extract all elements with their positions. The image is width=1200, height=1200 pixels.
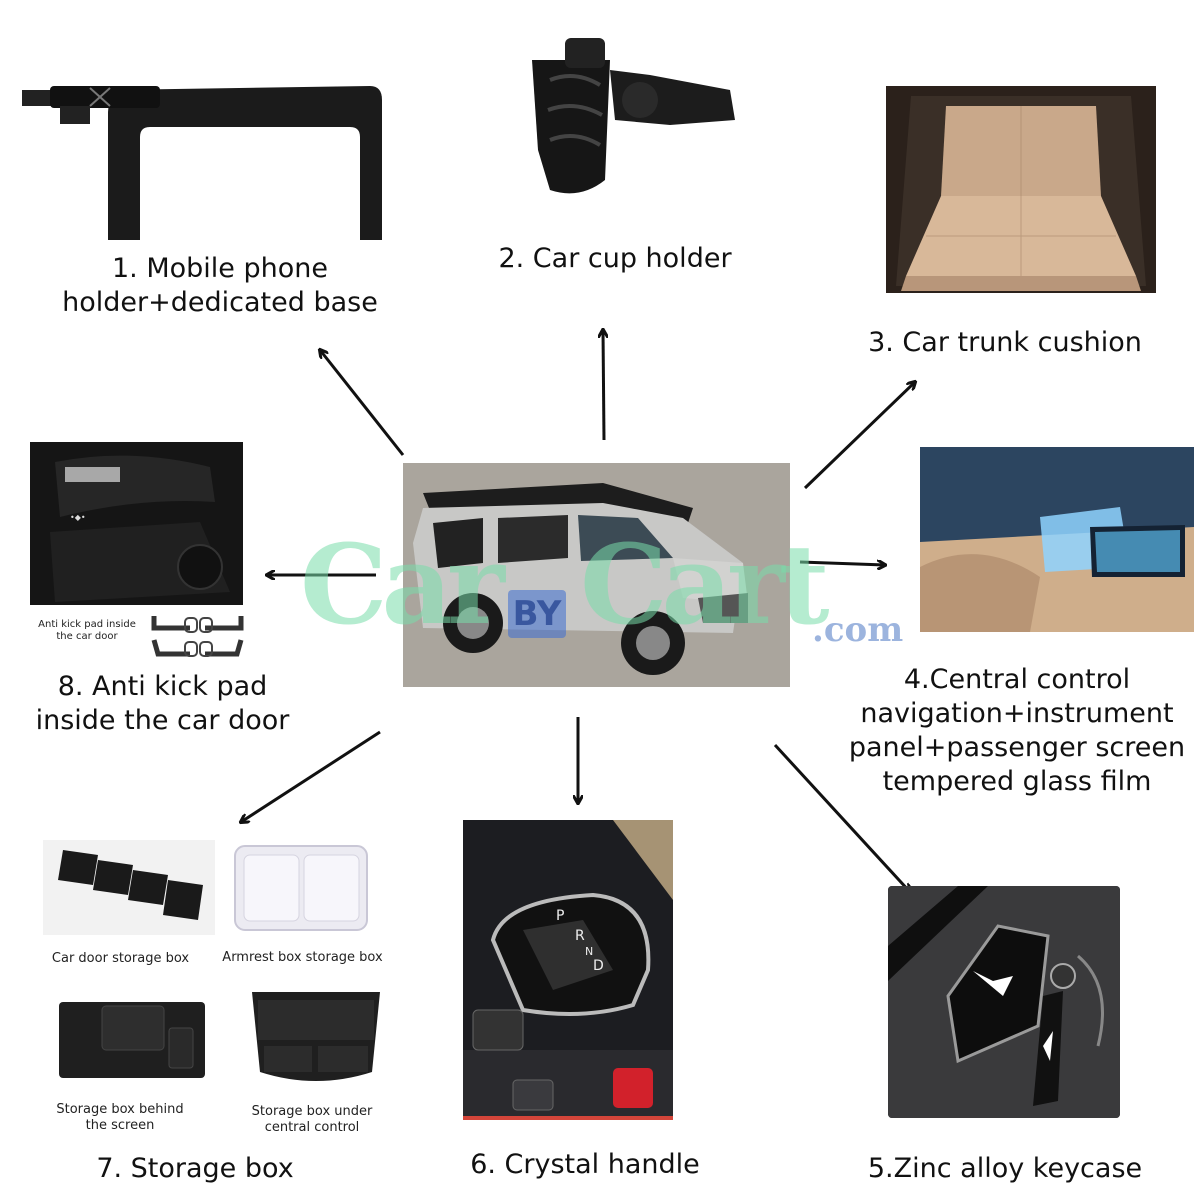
item-2-label: 2. Car cup holder [498,243,732,274]
arrow-to-item-3 [803,382,915,490]
svg-text:R: R [575,928,585,944]
behind-screen-storage-box-image [57,1000,207,1080]
central-control-storage-box-label: Storage box under central control [251,1104,373,1135]
arrow-to-item-2 [603,330,604,441]
watermark-badge: BY [508,590,566,638]
anti-kick-pads-image [150,610,245,660]
crystal-handle-image: P R N D [463,820,673,1120]
armrest-storage-box-image [232,843,370,933]
arrow-to-item-4 [799,562,885,565]
center-car-image [403,463,790,687]
arrow-to-item-5 [773,743,910,892]
phone-holder-image [20,82,385,242]
item-7-label: 7. Storage box [96,1153,294,1184]
item-4-label: 4.Central control navigation+instrument … [848,664,1186,797]
arrow-to-item-7 [241,730,381,822]
svg-text:N: N [585,945,593,958]
trunk-cushion-image [886,86,1156,293]
item-5-label: 5.Zinc alloy keycase [867,1153,1143,1184]
svg-text:P: P [556,908,564,924]
armrest-storage-box-label: Armrest box storage box [222,950,383,965]
door-panel-image: •◆• [30,442,243,605]
item-1-label: 1. Mobile phone holder+dedicated base [62,253,378,318]
central-control-storage-box-image [250,990,382,1085]
item-6-label: 6. Crystal handle [470,1149,700,1180]
svg-text:D: D [593,958,604,974]
behind-screen-storage-box-label: Storage box behind the screen [56,1102,184,1133]
cup-holder-image [520,30,740,205]
svg-text:•◆•: •◆• [70,513,86,522]
keycase-image [888,886,1120,1118]
watermark-badge-text: BY [512,594,562,634]
item-8-label: 8. Anti kick pad inside the car door [35,671,290,736]
car-door-storage-box-label: Car door storage box [51,951,190,966]
item-3-label: 3. Car trunk cushion [868,327,1142,358]
car-door-storage-box-image [43,840,215,935]
item-8-caption: Anti kick pad inside the car door [38,619,136,642]
screen-film-image [920,447,1194,632]
arrow-to-item-1 [320,350,405,456]
